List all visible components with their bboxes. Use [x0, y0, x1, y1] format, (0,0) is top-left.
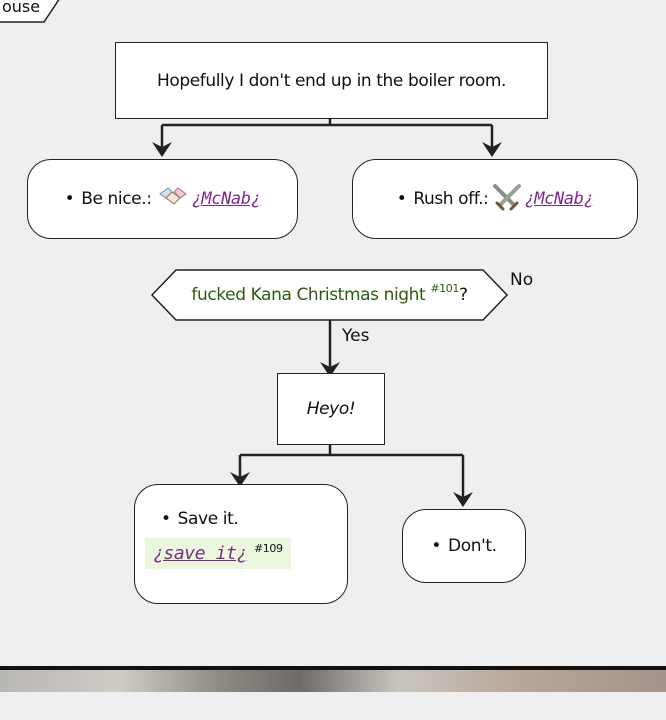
choice-be-nice-label: Be nice.:: [65, 189, 152, 209]
choice-rush-off-label: Rush off.:: [397, 189, 489, 209]
dont-choice[interactable]: Don't.: [402, 509, 526, 583]
choice-rush-off-link[interactable]: ¿McNab¿: [524, 189, 594, 209]
branch-no-label: No: [510, 270, 534, 290]
arrow-head-icon: [320, 362, 340, 377]
handshake-icon: [158, 184, 188, 215]
photo-strip: [0, 670, 666, 692]
condition-ref: #101: [430, 281, 459, 295]
choice-rush-off[interactable]: Rush off.: ¿McNab¿: [352, 159, 638, 239]
arrow-head-icon: [152, 142, 172, 157]
save-it-ref: #109: [253, 542, 283, 555]
choice-be-nice-link[interactable]: ¿McNab¿: [191, 189, 261, 209]
top-node-text: Hopefully I don't end up in the boiler r…: [156, 70, 507, 91]
arrow-head-icon: [230, 472, 250, 487]
section-tag-label: ouse: [2, 0, 41, 16]
save-it-link-box[interactable]: ¿save it¿ #109: [145, 538, 291, 569]
choice-be-nice[interactable]: Be nice.: ¿McNab¿: [27, 159, 298, 239]
heyo-node: Heyo!: [277, 373, 385, 445]
save-it-label: Save it.: [161, 509, 239, 529]
top-node: Hopefully I don't end up in the boiler r…: [115, 42, 548, 119]
heyo-text: Heyo!: [306, 399, 356, 419]
dont-label: Don't.: [431, 536, 497, 556]
section-tag-shape: [0, 0, 60, 23]
condition-label: fucked Kana Christmas night: [191, 285, 426, 305]
save-it-link[interactable]: ¿save it¿: [153, 543, 247, 564]
crossed-swords-icon: [492, 183, 522, 216]
condition-hexagon: [150, 269, 509, 321]
branch-yes-label: Yes: [342, 326, 370, 346]
save-it-choice[interactable]: Save it. ¿save it¿ #109: [134, 484, 348, 604]
condition-text: fucked Kana Christmas night #101 ?: [152, 270, 507, 320]
condition-suffix: ?: [458, 285, 468, 305]
arrow-head-icon: [482, 142, 502, 157]
section-divider: [0, 666, 666, 670]
arrow-head-icon: [453, 492, 473, 507]
